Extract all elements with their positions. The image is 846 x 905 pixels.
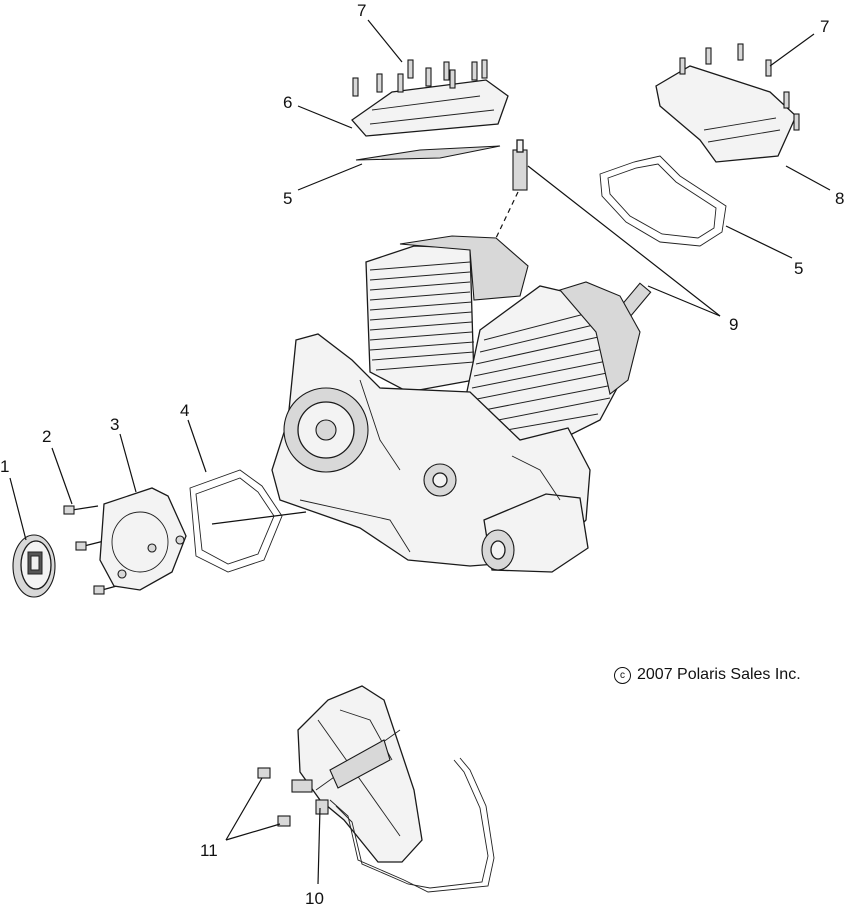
callout-5-right: 5 [794, 259, 803, 278]
callout-5-left: 5 [283, 189, 292, 208]
right-rocker-cover [655, 65, 797, 163]
right-rocker-gasket [599, 155, 727, 247]
side-cover [99, 487, 187, 591]
callout-10: 10 [305, 889, 324, 905]
callout-7-left: 7 [357, 1, 366, 20]
callout-3: 3 [110, 415, 119, 434]
right-rocker-bolts [679, 43, 800, 131]
copyright-notice: c 2007 Polaris Sales Inc. [614, 666, 801, 684]
callout-9: 9 [729, 315, 738, 334]
cover-gasket [189, 469, 307, 573]
lower-cam-cover [297, 685, 423, 863]
callout-11: 11 [200, 841, 218, 860]
callout-1: 1 [0, 457, 9, 476]
lower-cover-fasteners [257, 767, 329, 827]
copyright-symbol: c [614, 667, 631, 684]
engine-block [271, 235, 641, 573]
copyright-text: 2007 Polaris Sales Inc. [637, 666, 801, 683]
left-rocker-cover [351, 79, 509, 137]
left-rocker-gasket [355, 145, 501, 161]
callout-8: 8 [835, 189, 844, 208]
callout-7-right: 7 [820, 17, 829, 36]
callout-6: 6 [283, 93, 292, 112]
leader-lines [9, 19, 831, 885]
callout-2: 2 [42, 427, 51, 446]
lower-cover-wiring [329, 757, 495, 893]
callout-4: 4 [180, 401, 189, 420]
emblem-badge [12, 534, 56, 598]
left-rocker-bolts [352, 59, 488, 97]
